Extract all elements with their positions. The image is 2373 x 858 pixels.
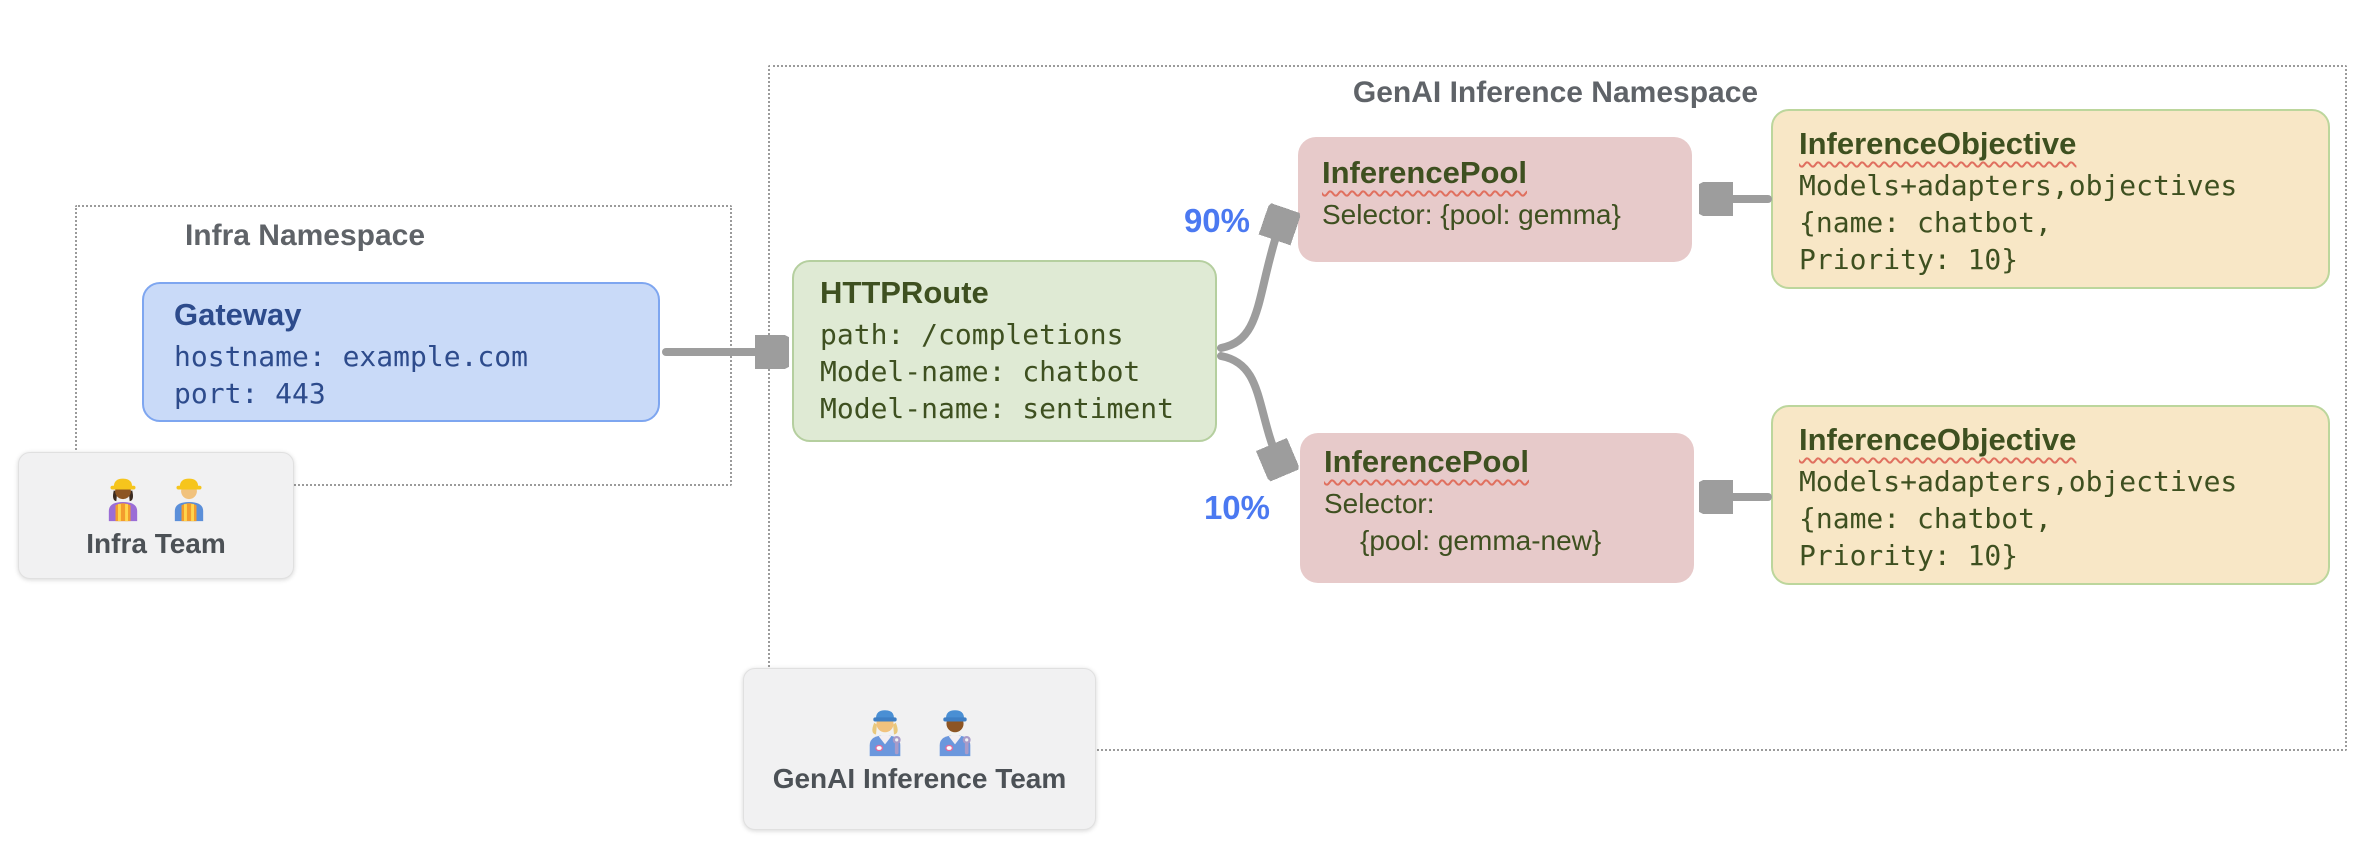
inference-objective-2-name: {name: chatbot, — [1799, 502, 2052, 535]
infra-team-label: Infra Team — [86, 527, 226, 559]
inference-pool-2-selector: Selector: — [1324, 488, 1435, 519]
genai-namespace-title: GenAI Inference Namespace — [1352, 76, 1759, 109]
inference-objective-1-node: InferenceObjective Models+adapters,objec… — [1771, 109, 2330, 289]
traffic-split-10-label: 10% — [1203, 489, 1270, 526]
woman-construction-worker-icon — [108, 478, 138, 521]
genai-team-label: GenAI Inference Team — [772, 763, 1067, 794]
httproute-title: HTTPRoute — [820, 275, 989, 310]
httproute-path: path: /completions — [820, 318, 1124, 351]
inference-pool-gemma-node: InferencePool Selector: {pool: gemma} — [1298, 137, 1692, 262]
inference-pool-1-title: InferencePool — [1322, 155, 1527, 190]
genai-inference-team-card: GenAI Inference Team — [743, 668, 1096, 830]
inference-objective-1-priority: Priority: 10} — [1799, 243, 2019, 276]
genai-team-icons — [858, 703, 982, 757]
gateway-port: port: 443 — [174, 377, 326, 410]
infra-team-card: Infra Team — [18, 452, 294, 579]
inference-objective-1-models: Models+adapters,objectives — [1799, 169, 2238, 202]
genai-inference-namespace-box — [768, 65, 2347, 751]
man-construction-worker-icon — [174, 478, 204, 521]
inference-objective-1-title: InferenceObjective — [1799, 126, 2077, 161]
inference-pool-1-selector: Selector: {pool: gemma} — [1322, 199, 1621, 230]
inference-objective-2-node: InferenceObjective Models+adapters,objec… — [1771, 405, 2330, 585]
infra-namespace-title: Infra Namespace — [184, 219, 426, 252]
inference-objective-2-title: InferenceObjective — [1799, 422, 2077, 457]
infra-namespace-box — [75, 205, 732, 486]
inference-objective-2-models: Models+adapters,objectives — [1799, 465, 2238, 498]
woman-mechanic-icon — [869, 710, 901, 757]
man-mechanic-icon — [939, 710, 971, 757]
httproute-model-2: Model-name: sentiment — [820, 392, 1175, 425]
inference-pool-2-title: InferencePool — [1324, 444, 1529, 479]
infra-team-icons — [98, 472, 214, 522]
httproute-model-1: Model-name: chatbot — [820, 355, 1141, 388]
httproute-node: HTTPRoute path: /completions Model-name:… — [792, 260, 1217, 442]
gateway-title: Gateway — [174, 297, 302, 332]
traffic-split-90-label: 90% — [1183, 202, 1250, 239]
gateway-hostname: hostname: example.com — [174, 340, 529, 373]
inference-pool-2-selector-value: {pool: gemma-new} — [1360, 525, 1602, 556]
gateway-node: Gateway hostname: example.com port: 443 — [142, 282, 660, 422]
inference-objective-2-priority: Priority: 10} — [1799, 539, 2019, 572]
inference-pool-gemma-new-node: InferencePool Selector: {pool: gemma-new… — [1300, 433, 1694, 583]
inference-objective-1-name: {name: chatbot, — [1799, 206, 2052, 239]
